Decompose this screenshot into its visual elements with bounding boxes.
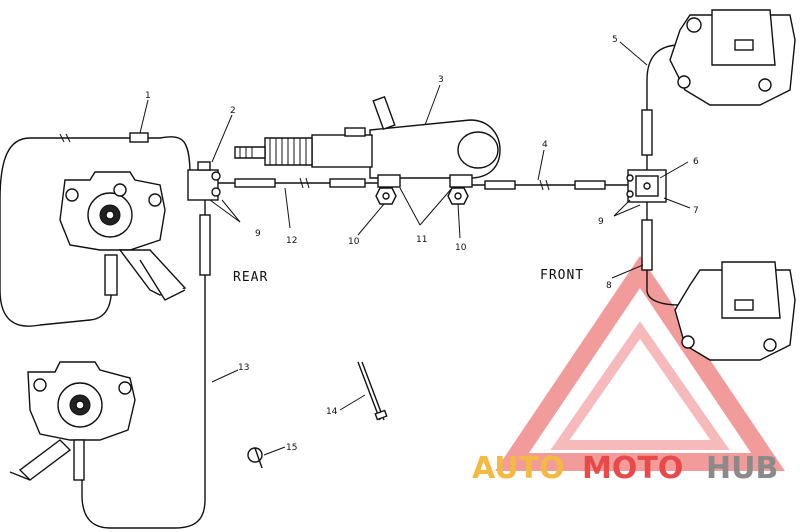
- front-junction-block: [626, 169, 667, 203]
- front-caliper-lower: [674, 261, 796, 361]
- line-hose: [234, 178, 276, 188]
- caliper-mount: [73, 439, 85, 481]
- callout-leaders: [139, 41, 691, 456]
- line-sleeve: [129, 132, 149, 143]
- label-front: FRONT: [540, 268, 584, 283]
- watermark-moto: MOTO: [582, 451, 683, 486]
- line-hose: [329, 178, 366, 188]
- mount-bolt-left: [375, 187, 397, 205]
- watermark-logo-icon: [495, 255, 785, 471]
- front-caliper-upper: [669, 9, 796, 106]
- callout-6: 6: [693, 157, 699, 167]
- callout-13: 13: [238, 363, 249, 373]
- callout-9-rear: 9: [255, 229, 261, 239]
- caliper-mount: [104, 254, 118, 296]
- line-break-mark: [299, 177, 310, 189]
- master-cylinder: [234, 95, 501, 188]
- callout-4: 4: [542, 140, 548, 150]
- line-fitting: [641, 109, 653, 156]
- callout-7: 7: [693, 206, 699, 216]
- line-break-mark: [59, 133, 71, 143]
- clip-part-15: [247, 447, 263, 469]
- callout-15: 15: [286, 443, 297, 453]
- callout-3: 3: [438, 75, 444, 85]
- rear-brake-line-1: [0, 136, 191, 327]
- watermark-auto: AUTO: [472, 451, 565, 486]
- callout-8: 8: [606, 281, 612, 291]
- callout-10-left: 10: [348, 237, 360, 247]
- line-fitting: [641, 219, 653, 271]
- line-fitting: [199, 214, 211, 276]
- callout-1: 1: [145, 91, 151, 101]
- callout-10-right: 10: [455, 243, 467, 253]
- rear-caliper-lower: [9, 361, 136, 481]
- watermark: AUTO MOTO HUB: [472, 451, 778, 486]
- line-break-mark: [539, 179, 550, 191]
- callout-2: 2: [230, 106, 236, 116]
- callout-14: 14: [326, 407, 338, 417]
- line-hose: [484, 180, 516, 190]
- callout-9-front: 9: [598, 217, 604, 227]
- callout-11: 11: [416, 235, 427, 245]
- rear-caliper-upper: [59, 171, 187, 301]
- brake-rod-part-14: [357, 361, 388, 421]
- line-hose: [574, 180, 606, 190]
- watermark-hub: HUB: [706, 451, 778, 486]
- callout-5: 5: [612, 35, 618, 45]
- rear-junction-block: [187, 161, 221, 201]
- label-rear: REAR: [233, 270, 268, 285]
- mount-bolt-right: [447, 187, 469, 205]
- callout-12: 12: [286, 236, 297, 246]
